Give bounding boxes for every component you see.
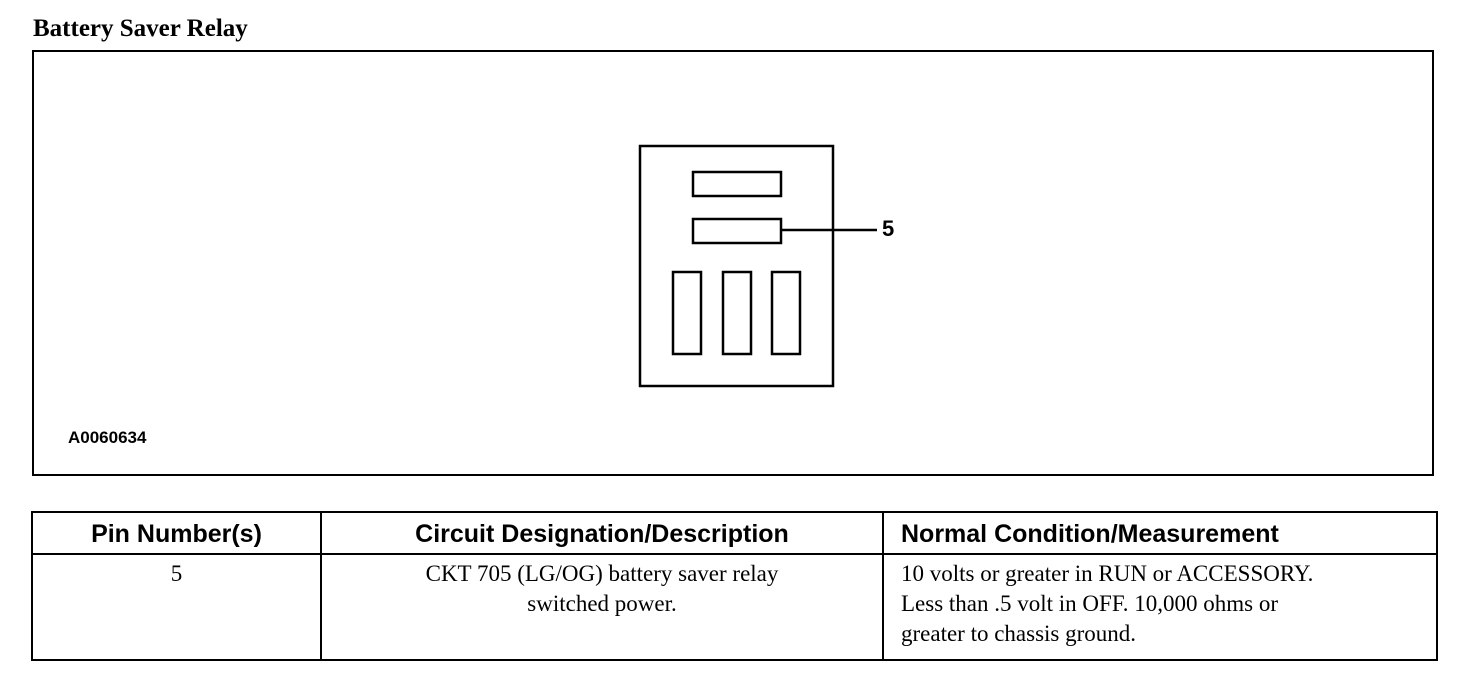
column-header-measurement: Normal Condition/Measurement — [882, 511, 1438, 555]
column-header-pin: Pin Number(s) — [31, 511, 322, 555]
terminal-slot-middle — [721, 270, 753, 356]
figure-id: A0060634 — [68, 428, 147, 447]
pin-number-cell: 5 — [31, 553, 322, 661]
description-cell: CKT 705 (LG/OG) battery saver relay swit… — [320, 553, 884, 661]
terminal-slot-pin-5 — [691, 217, 783, 245]
description-line: switched power. — [527, 591, 677, 616]
pin-callout-label: 5 — [882, 216, 895, 241]
column-header-description: Circuit Designation/Description — [320, 511, 884, 555]
terminal-slot-top — [691, 170, 783, 198]
connector-outline — [638, 144, 835, 388]
table-row: 5 CKT 705 (LG/OG) battery saver relay sw… — [31, 553, 1438, 661]
terminal-slot-right — [770, 270, 802, 356]
description-line: CKT 705 (LG/OG) battery saver relay — [425, 561, 779, 586]
measurement-cell: 10 volts or greater in RUN or ACCESSORY.… — [882, 553, 1438, 661]
page-title: Battery Saver Relay — [33, 15, 248, 42]
relay-connector-diagram — [638, 144, 877, 388]
measurement-line: greater to chassis ground. — [901, 621, 1137, 646]
connector-figure: 5 A0060634 — [32, 50, 1434, 476]
measurement-line: Less than .5 volt in OFF. 10,000 ohms or — [901, 591, 1279, 616]
terminal-slot-left — [671, 270, 703, 356]
table-header-row: Pin Number(s) Circuit Designation/Descri… — [31, 511, 1438, 555]
pin-table: Pin Number(s) Circuit Designation/Descri… — [31, 511, 1438, 661]
measurement-line: 10 volts or greater in RUN or ACCESSORY. — [901, 561, 1314, 586]
